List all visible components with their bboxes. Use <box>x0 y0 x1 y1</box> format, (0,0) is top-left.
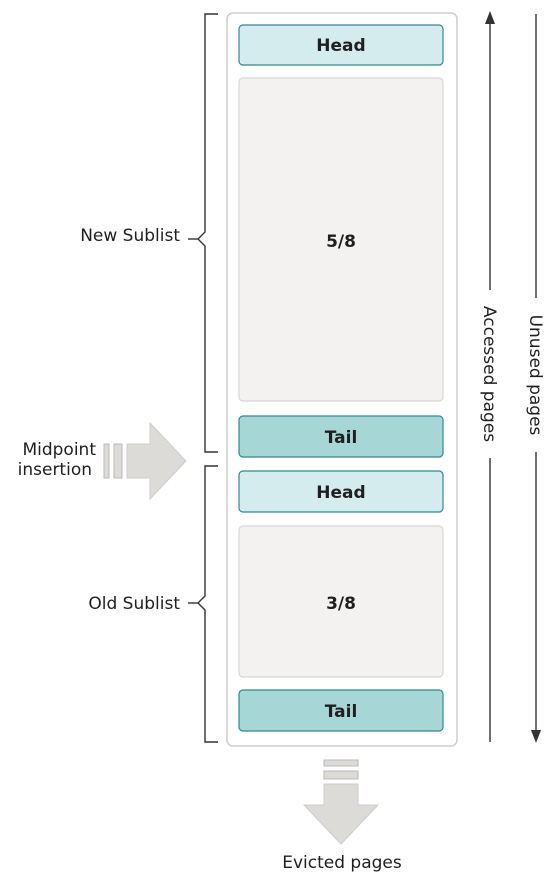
old-sublist-label: Old Sublist <box>88 594 180 614</box>
new-sublist-head-label: Head <box>316 36 365 56</box>
old-sublist-head-box <box>238 470 444 513</box>
accessed-pages-arrowhead-up-icon <box>485 11 495 24</box>
evicted-pages-label: Evicted pages <box>282 853 402 873</box>
new-sublist-bracket <box>197 13 218 453</box>
old-sublist-head-label: Head <box>316 483 365 503</box>
midpoint-insertion-label-line2: insertion <box>18 460 92 480</box>
old-sublist-body-box <box>238 525 444 678</box>
old-sublist-tail-box <box>238 689 444 732</box>
new-sublist-tail-label: Tail <box>325 428 358 448</box>
midpoint-insertion-arrow-icon <box>103 421 187 501</box>
accessed-pages-label: Accessed pages <box>479 306 499 442</box>
unused-pages-arrowhead-down-icon <box>531 730 541 743</box>
new-sublist-body-box <box>238 77 444 402</box>
new-sublist-tail-box <box>238 415 444 458</box>
old-sublist-fraction: 3/8 <box>326 594 356 614</box>
unused-pages-label: Unused pages <box>525 315 545 436</box>
old-sublist-bracket <box>197 465 218 743</box>
new-sublist-label: New Sublist <box>80 226 180 246</box>
old-sublist-tail-label: Tail <box>325 702 358 722</box>
midpoint-insertion-label-line1: Midpoint <box>22 440 96 460</box>
evicted-pages-arrow-icon <box>302 759 380 845</box>
new-sublist-fraction: 5/8 <box>326 232 356 252</box>
new-sublist-head-box <box>238 24 444 66</box>
